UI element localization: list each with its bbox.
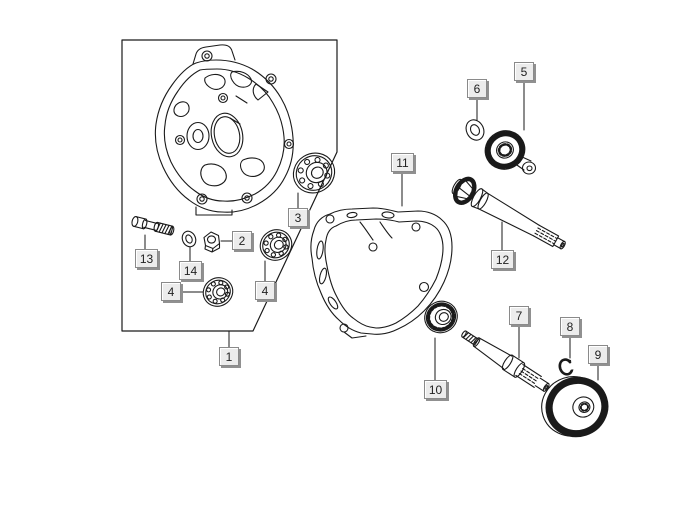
gear-9-drawing [541,376,609,438]
part-label-11[interactable]: 11 [391,153,414,172]
shaft-12-drawing [451,176,566,250]
gearbox-cover-drawing [154,44,295,216]
leader-lines [144,81,599,381]
part-label-7[interactable]: 7 [509,306,529,325]
washer-14-drawing [181,230,197,248]
part-label-4-right[interactable]: 4 [255,281,275,300]
part-label-13[interactable]: 13 [135,249,158,268]
bearing-4-left-drawing [202,277,234,307]
part-label-12[interactable]: 12 [491,250,514,269]
part-label-3[interactable]: 3 [288,208,308,227]
group-frame [121,39,338,332]
part-label-5[interactable]: 5 [514,62,534,81]
shaft-7-drawing [461,330,550,392]
bearing-4-right-drawing [259,229,293,261]
part-label-8[interactable]: 8 [560,317,580,336]
part-label-10[interactable]: 10 [424,380,447,399]
circlip-8-drawing [558,358,574,376]
part-label-4-left[interactable]: 4 [161,282,181,301]
part-label-2[interactable]: 2 [232,231,252,250]
gear-5-drawing [484,130,537,175]
washer-6-drawing [465,119,485,141]
part-label-14[interactable]: 14 [179,261,202,280]
stud-13-drawing [131,216,175,236]
part-label-9[interactable]: 9 [588,345,608,364]
part-label-1[interactable]: 1 [219,347,239,366]
bearing-10-drawing [424,300,458,334]
bearing-3-drawing [292,152,336,194]
gasket-11-drawing [310,207,453,339]
nut-2-drawing [203,231,221,253]
part-label-6[interactable]: 6 [467,79,487,98]
